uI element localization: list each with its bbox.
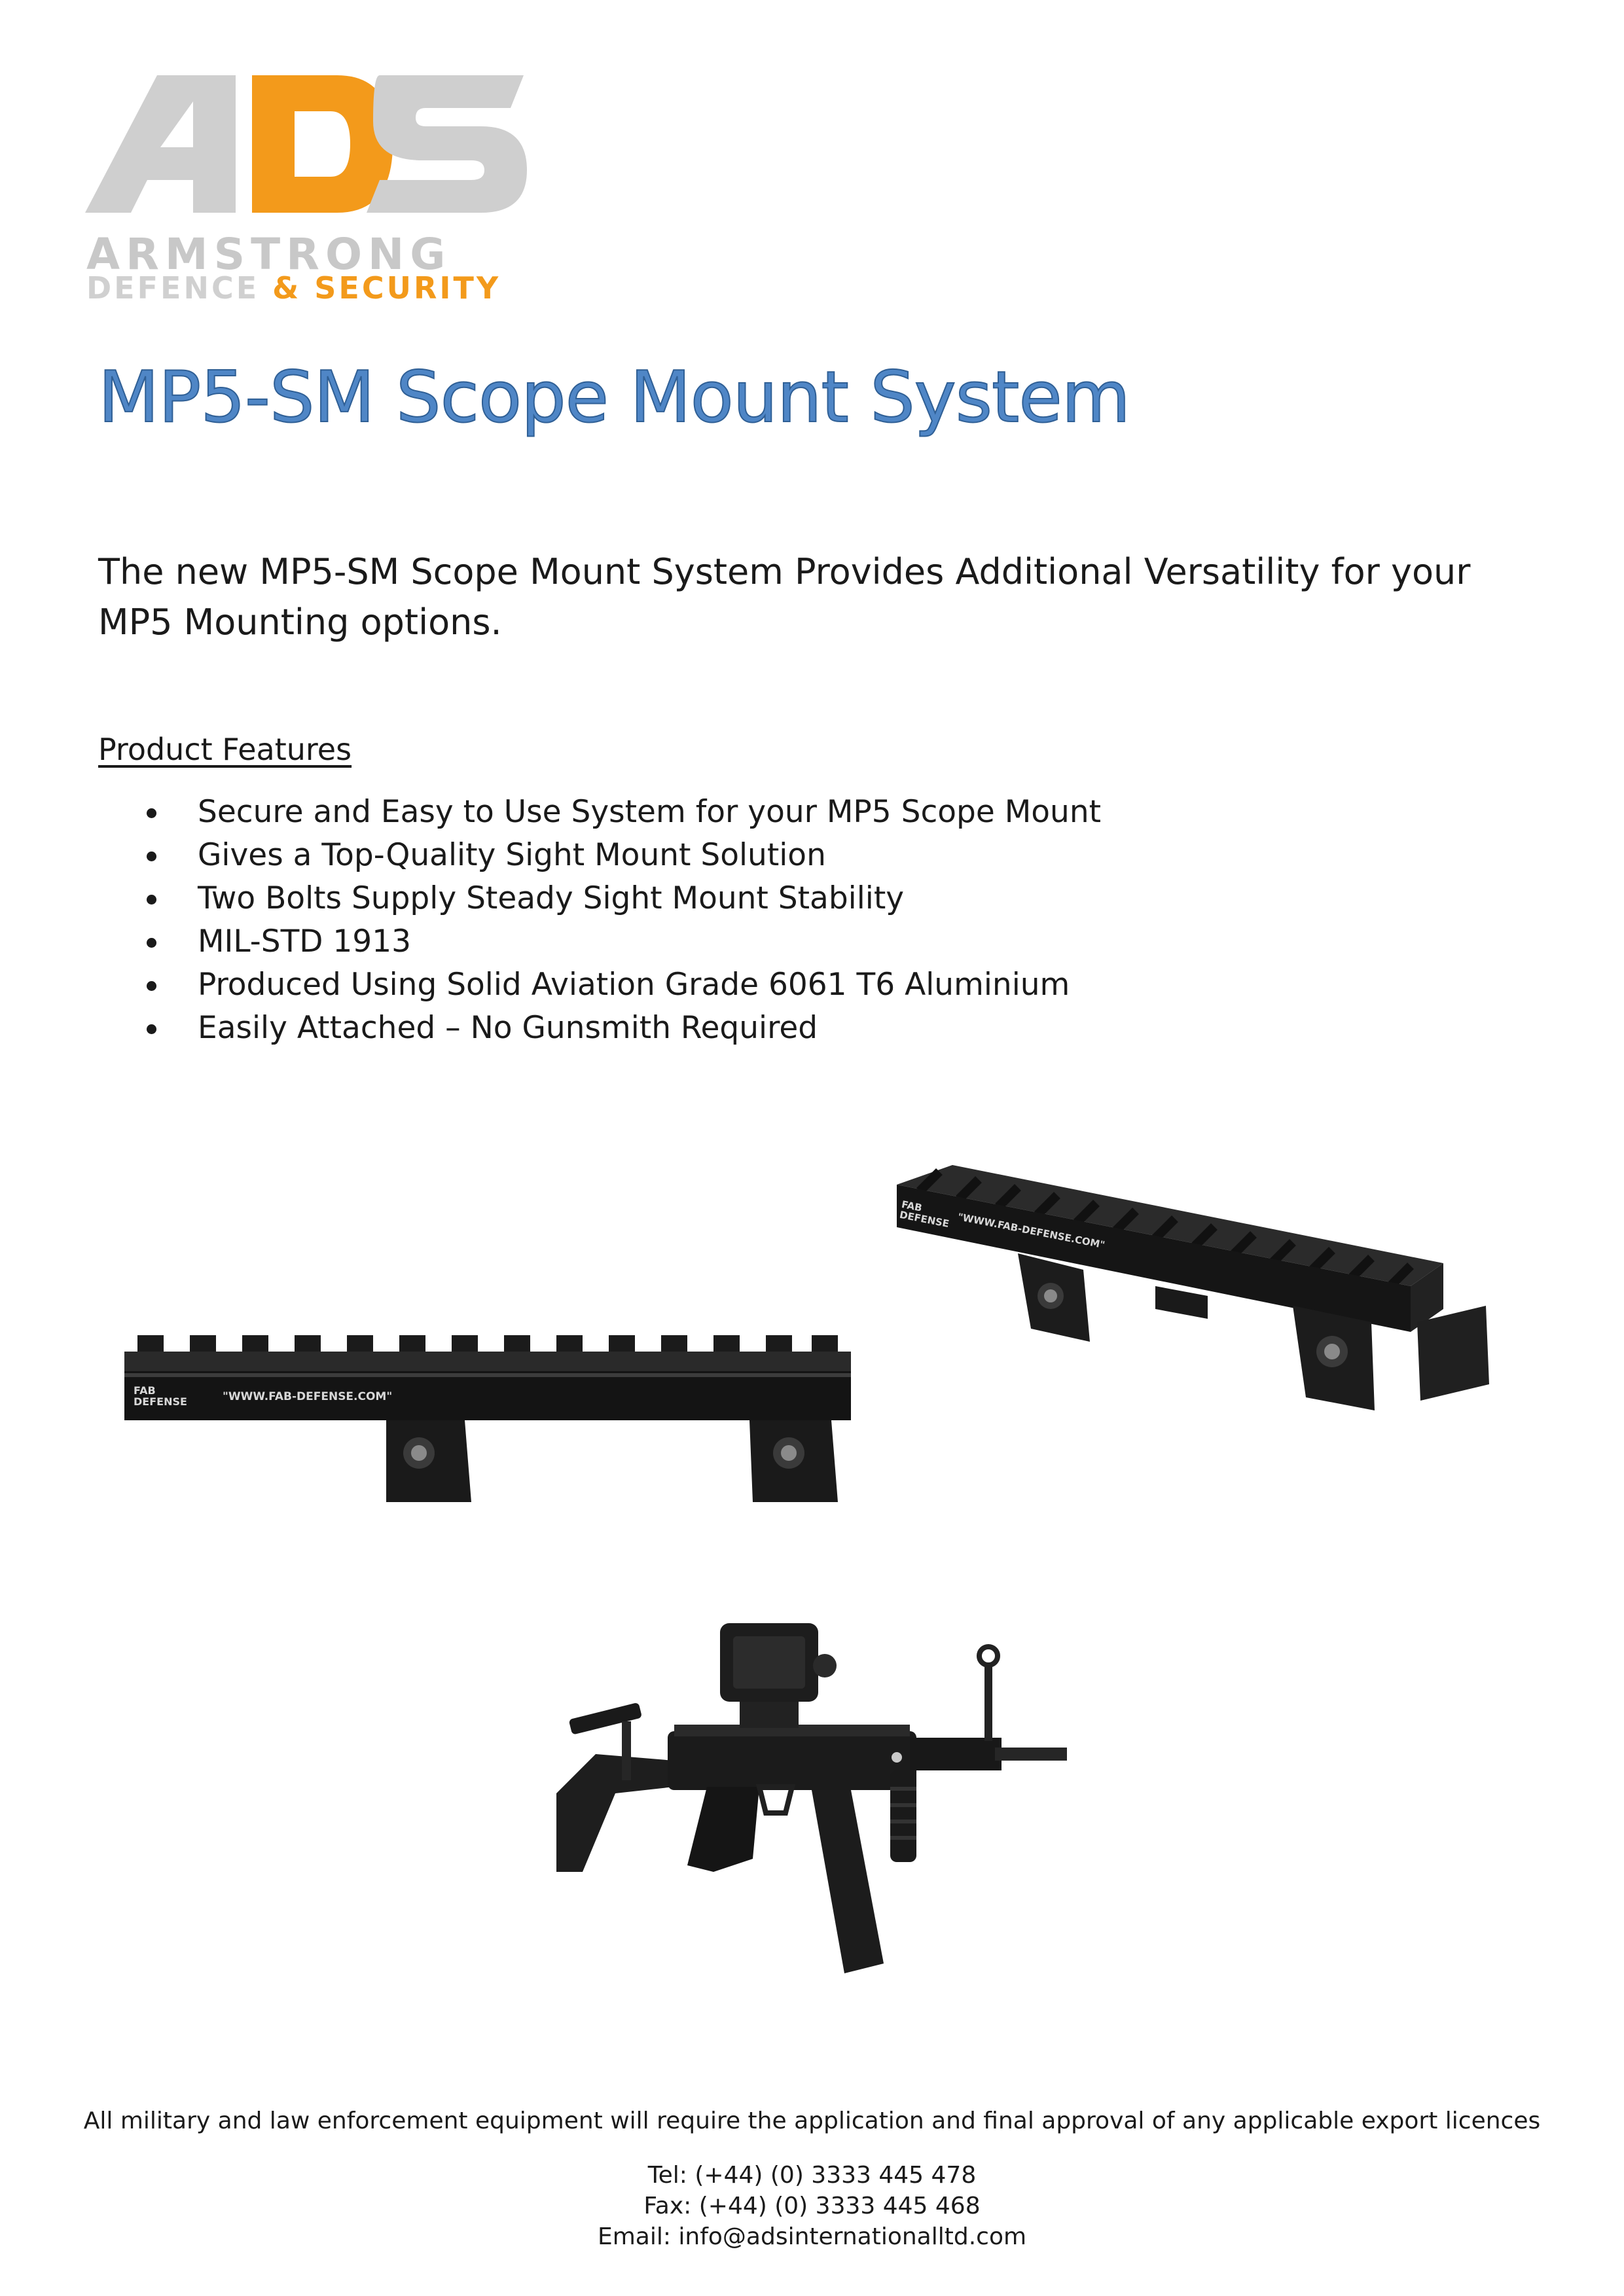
mp5-with-scope-mount-image: [543, 1597, 1067, 2009]
scope-mount-side-image: FAB DEFENSE "WWW.FAB-DEFENSE.COM": [124, 1335, 857, 1518]
features-heading: Product Features: [98, 732, 352, 767]
contact-details: Tel: (+44) (0) 3333 445 478 Fax: (+44) (…: [0, 2160, 1624, 2252]
export-disclaimer: All military and law enforcement equipme…: [83, 2108, 1541, 2134]
feature-item: Gives a Top-Quality Sight Mount Solution: [98, 834, 1473, 877]
logo-security-text: & SECURITY: [272, 270, 501, 306]
contact-tel: Tel: (+44) (0) 3333 445 478: [647, 2162, 977, 2189]
contact-fax: Fax: (+44) (0) 3333 445 468: [643, 2193, 981, 2219]
feature-item: Two Bolts Supply Steady Sight Mount Stab…: [98, 877, 1473, 920]
feature-item: Secure and Easy to Use System for your M…: [98, 791, 1473, 834]
logo-defence-security-text: DEFENCE & SECURITY: [86, 270, 518, 306]
feature-item: MIL-STD 1913: [98, 920, 1473, 963]
feature-item: Produced Using Solid Aviation Grade 6061…: [98, 963, 1473, 1007]
scope-mount-angled-image: FAB DEFENSE "WWW.FAB-DEFENSE.COM": [893, 1165, 1509, 1427]
feature-item: Easily Attached – No Gunsmith Required: [98, 1007, 1473, 1050]
rail-brand-text: FAB DEFENSE: [134, 1384, 187, 1408]
logo-armstrong-text: ARMSTRONG: [86, 229, 452, 279]
logo-defence-text: DEFENCE: [86, 270, 260, 306]
ads-logo-mark: [85, 75, 527, 213]
intro-paragraph: The new MP5-SM Scope Mount System Provid…: [98, 551, 1471, 643]
rail-engraving-text: "WWW.FAB-DEFENSE.COM": [223, 1390, 393, 1403]
features-list: Secure and Easy to Use System for your M…: [98, 791, 1473, 1050]
contact-email[interactable]: Email: info@adsinternationalltd.com: [597, 2223, 1027, 2250]
company-logo: ARMSTRONG DEFENCE & SECURITY: [85, 62, 530, 311]
page-title: MP5-SM Scope Mount System: [98, 356, 1131, 439]
